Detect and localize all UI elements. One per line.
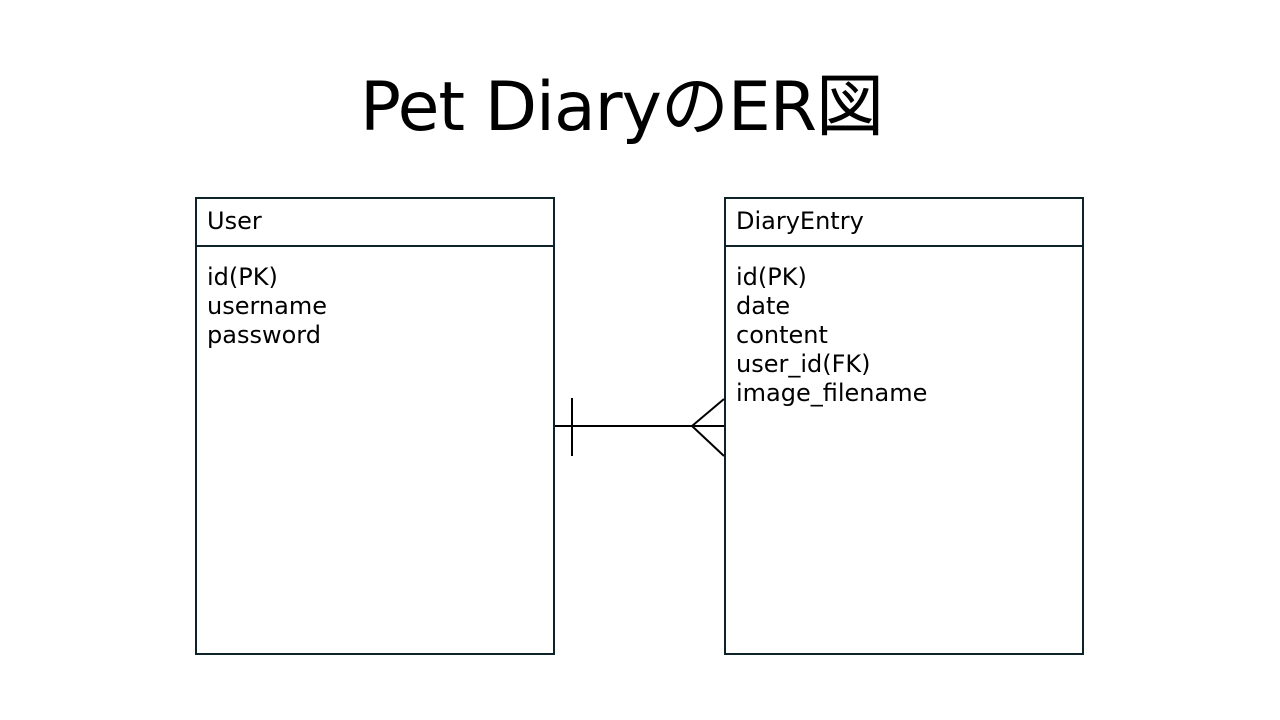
attribute-diaryentry-image-filename: image_filename [736,379,928,407]
entity-name-diaryentry: DiaryEntry [726,199,1082,247]
attribute-diaryentry-id: id(PK) [736,263,807,291]
attribute-list-diaryentry: id(PK) date content user_id(FK) image_fi… [726,247,1082,408]
crowfoot-upper-prong [691,398,725,427]
attribute-user-username: username [207,292,327,320]
entity-diaryentry: DiaryEntry id(PK) date content user_id(F… [724,197,1084,655]
crowfoot-lower-prong [691,425,725,457]
attribute-user-id: id(PK) [207,263,278,291]
attribute-diaryentry-content: content [736,321,828,349]
attribute-list-user: id(PK) username password [197,247,553,350]
attribute-diaryentry-user-id: user_id(FK) [736,350,871,378]
diagram-title: Pet DiaryのER図 [360,68,884,147]
attribute-diaryentry-date: date [736,292,791,320]
entity-name-user: User [197,199,553,247]
attribute-user-password: password [207,321,321,349]
entity-user: User id(PK) username password [195,197,555,655]
